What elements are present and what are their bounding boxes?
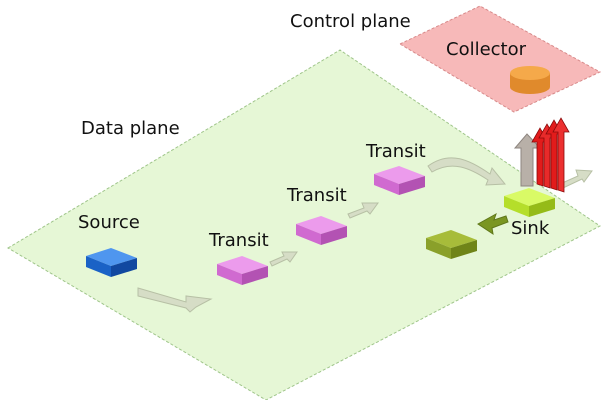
sink-node [504, 188, 555, 217]
transit-label-1: Transit [209, 230, 269, 251]
red-report-arrows-icon [531, 117, 570, 193]
source-node [86, 248, 137, 277]
flow-arrow-source-transit1 [137, 287, 213, 313]
database-cylinder-icon [510, 66, 550, 94]
flow-arrow-sink-out [559, 169, 593, 189]
transit-label-2: Transit [287, 185, 347, 206]
collector-label: Collector [446, 39, 527, 60]
transit-node-1 [217, 256, 268, 285]
flow-arrow-transit2-transit3 [347, 202, 379, 219]
transit-node-2 [296, 216, 347, 245]
flow-arrow-transit1-transit2 [269, 251, 298, 267]
transit-node-3 [374, 166, 425, 195]
flow-arrows [137, 157, 593, 313]
transit-label-3: Transit [366, 141, 426, 162]
dropped-packet-node [426, 230, 477, 259]
arrow-sink-to-dropped [477, 212, 509, 236]
source-label: Source [78, 212, 140, 233]
control-plane-label: Control plane [290, 11, 411, 32]
flow-arrow-transit3-sink [427, 157, 507, 186]
data-plane-label: Data plane [81, 118, 180, 139]
sink-label: Sink [511, 218, 550, 239]
